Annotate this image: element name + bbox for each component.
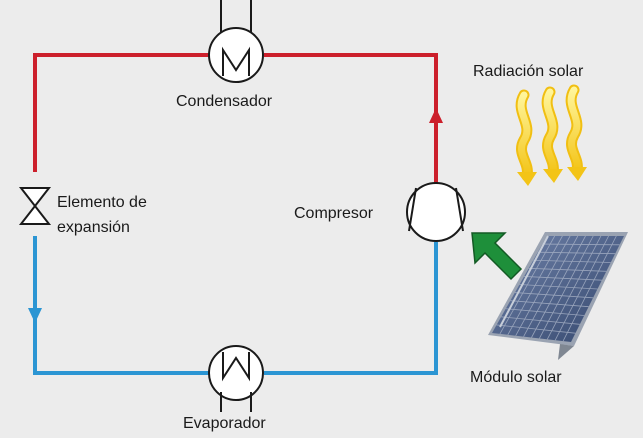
evaporador-label: Evaporador <box>183 415 266 432</box>
flow-up-arrow <box>429 108 443 123</box>
high-pressure-line <box>33 53 438 186</box>
panel-cell-line <box>542 243 620 246</box>
panel-cell-line <box>501 316 580 325</box>
compresor-label: Compresor <box>294 205 374 222</box>
panel-cell-line <box>505 308 585 316</box>
expansion-valve-icon <box>18 187 52 225</box>
condenser-icon <box>208 0 264 83</box>
green-arrow-icon <box>471 232 523 281</box>
elemento-label-line1: Elemento de <box>57 194 147 211</box>
radiacion-label: Radiación solar <box>473 63 584 80</box>
evaporator-icon <box>208 345 264 412</box>
sun-rays-icon <box>515 84 587 186</box>
panel-cell-line <box>519 284 598 290</box>
panel-cell-line <box>514 292 594 299</box>
flow-down-arrow <box>28 308 42 323</box>
panel-cell-line <box>533 259 611 263</box>
panel-cell-line <box>510 300 589 308</box>
panel-cell-line <box>496 324 576 334</box>
elemento-label-line2: expansión <box>57 219 130 236</box>
solar-panel-icon <box>488 232 628 360</box>
panel-cell-line <box>524 276 602 281</box>
condensador-label: Condensador <box>176 93 273 110</box>
modulo-label: Módulo solar <box>470 369 562 386</box>
compressor-icon <box>406 182 466 242</box>
panel-cell-line <box>537 251 616 255</box>
low-pressure-line <box>33 236 438 375</box>
panel-cell-line <box>528 267 607 272</box>
